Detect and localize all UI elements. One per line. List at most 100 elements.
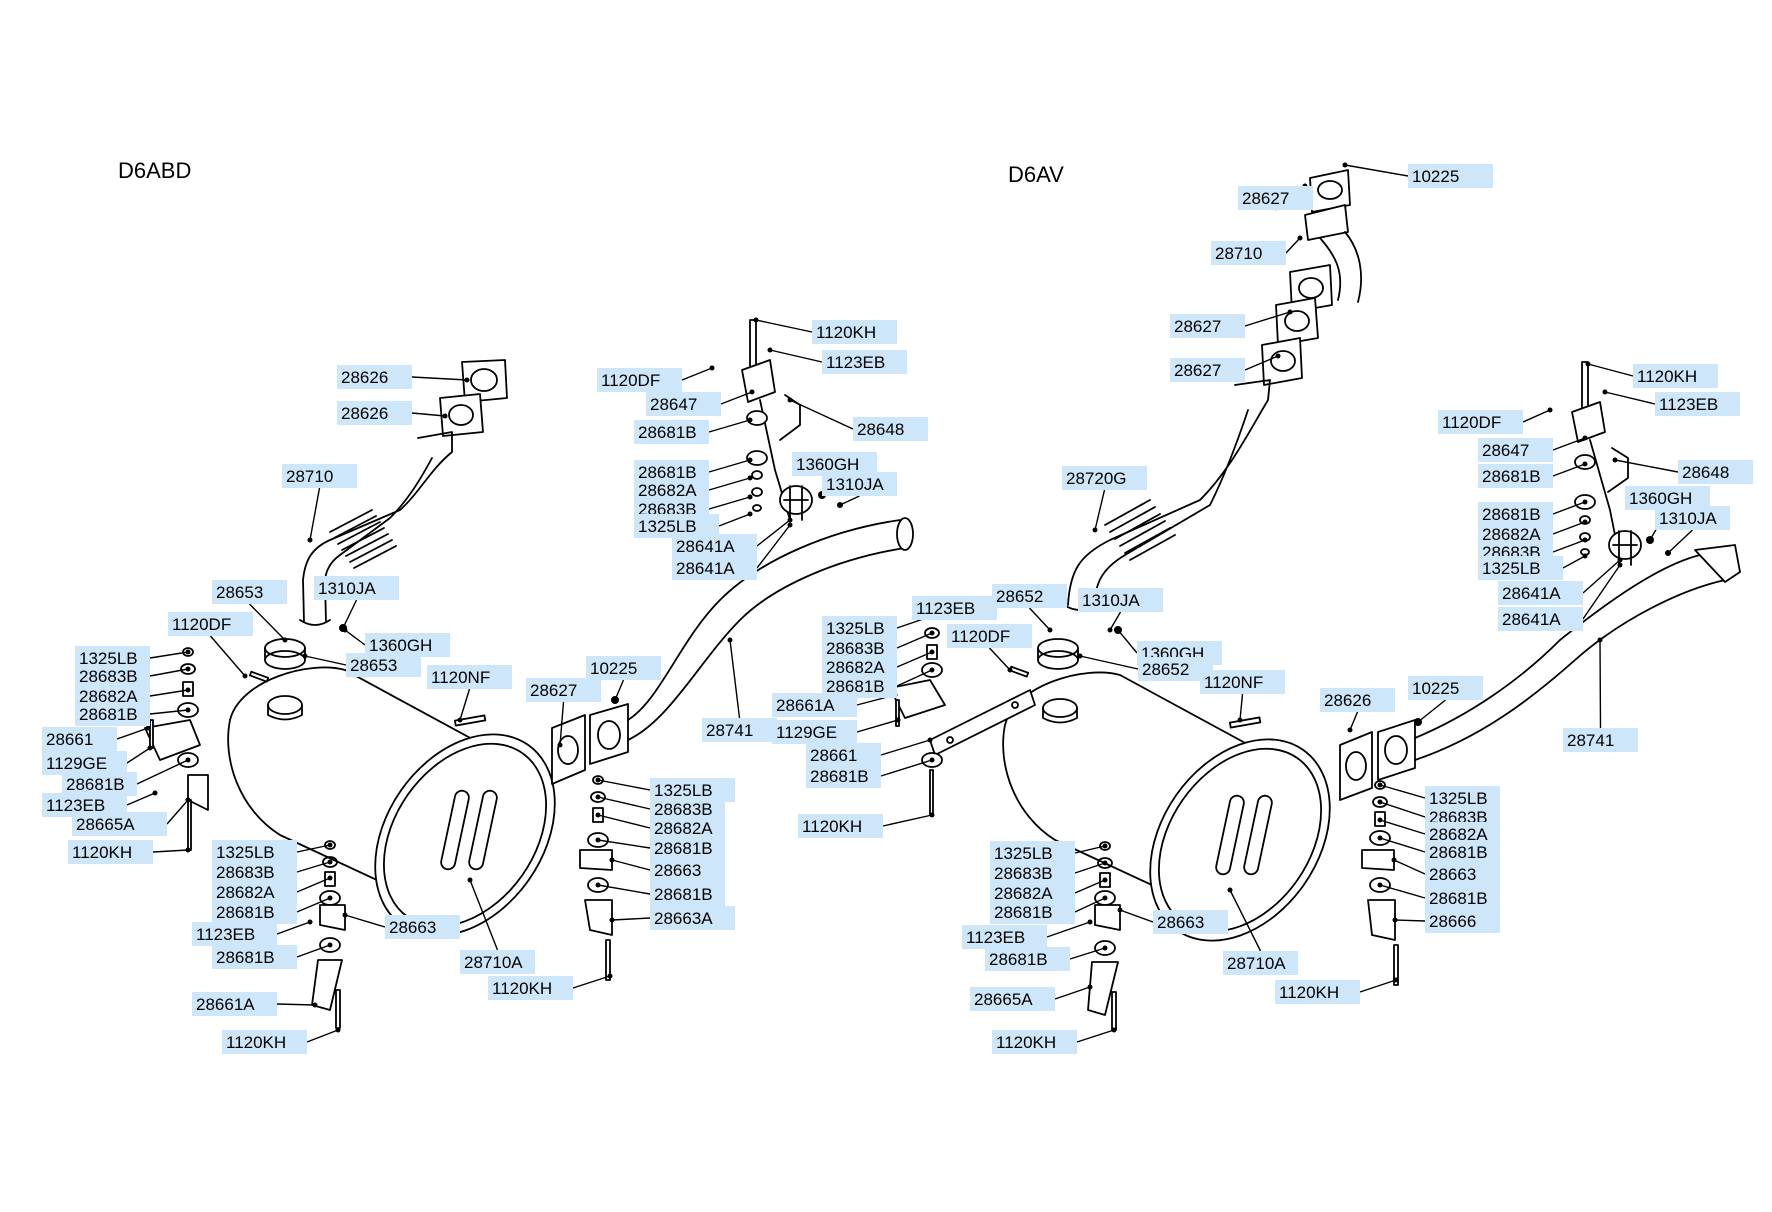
part-label[interactable]: 28681B: [1478, 464, 1553, 488]
part-label[interactable]: 28627: [1238, 186, 1313, 210]
part-label[interactable]: 1120KH: [68, 840, 153, 864]
part-label[interactable]: 28641A: [672, 534, 757, 558]
part-label[interactable]: 28683B: [212, 860, 297, 884]
part-label[interactable]: 1120NF: [427, 665, 512, 689]
part-number-text: 1120DF: [172, 615, 231, 634]
part-label[interactable]: 28681B: [1425, 840, 1500, 864]
part-label[interactable]: 1120KH: [488, 976, 573, 1000]
part-label[interactable]: 1120KH: [992, 1030, 1077, 1054]
part-label[interactable]: 1120KH: [798, 814, 883, 838]
part-label[interactable]: 1120KH: [812, 320, 897, 344]
leader-anchor: [1665, 550, 1671, 556]
part-label[interactable]: 28681B: [822, 674, 897, 698]
part-label[interactable]: 1325LB: [1478, 556, 1563, 580]
muffler-bracket: [929, 689, 1036, 756]
part-label[interactable]: 1120KH: [1633, 364, 1718, 388]
part-label[interactable]: 28666: [1425, 909, 1500, 933]
part-label[interactable]: 28710A: [1223, 951, 1298, 975]
part-label[interactable]: 28663: [1153, 910, 1228, 934]
part-label[interactable]: 28647: [1478, 438, 1553, 462]
part-label[interactable]: 28681B: [62, 772, 137, 796]
part-label[interactable]: 28641A: [1498, 607, 1583, 631]
part-number-text: 28681B: [989, 950, 1048, 969]
part-label[interactable]: 28648: [853, 417, 928, 441]
part-label[interactable]: 28653: [346, 653, 421, 677]
leader-line: [597, 884, 651, 895]
part-label[interactable]: 10225: [586, 656, 661, 680]
part-label[interactable]: 28681B: [985, 947, 1070, 971]
part-label[interactable]: 28627: [1170, 358, 1245, 382]
part-label[interactable]: 28665A: [72, 812, 167, 836]
part-label[interactable]: 28710A: [460, 950, 535, 974]
part-label[interactable]: 28663: [1425, 862, 1500, 886]
part-label[interactable]: 28661A: [772, 693, 857, 717]
leader-line: [1522, 409, 1551, 423]
part-label[interactable]: 28663: [385, 915, 460, 939]
part-label[interactable]: 28665A: [970, 987, 1055, 1011]
part-label[interactable]: 28681B: [990, 900, 1075, 924]
part-label[interactable]: 28641A: [1498, 581, 1583, 605]
part-label[interactable]: 1120DF: [597, 368, 682, 392]
leader-anchor: [595, 794, 601, 800]
part-label[interactable]: 28648: [1678, 460, 1753, 484]
part-label[interactable]: 1120KH: [1275, 980, 1360, 1004]
part-label[interactable]: 28710: [1211, 241, 1286, 265]
part-number-text: 28683B: [79, 667, 138, 686]
part-label[interactable]: 28681B: [650, 882, 725, 906]
right-mount-stack: [1361, 780, 1399, 986]
part-label[interactable]: 28626: [1320, 688, 1395, 712]
part-label[interactable]: 28741: [1563, 728, 1638, 752]
part-label[interactable]: 10225: [1408, 676, 1483, 700]
part-label[interactable]: 1310JA: [1078, 588, 1163, 612]
part-label[interactable]: 28641A: [672, 556, 757, 580]
leader-line: [1552, 463, 1586, 477]
part-label[interactable]: 28681B: [75, 702, 150, 726]
part-label[interactable]: 1120DF: [168, 612, 253, 636]
part-label[interactable]: 1123EB: [192, 922, 277, 946]
part-label[interactable]: 1310JA: [314, 576, 399, 600]
part-label[interactable]: 28652: [992, 584, 1067, 608]
part-label[interactable]: 28681B: [1425, 886, 1500, 910]
part-label[interactable]: 28681B: [634, 420, 709, 444]
part-label-background: [1678, 460, 1753, 484]
part-label[interactable]: 1310JA: [1655, 506, 1730, 530]
part-label[interactable]: 1123EB: [912, 596, 997, 620]
part-label[interactable]: 28661A: [192, 992, 277, 1016]
part-label[interactable]: 1123EB: [962, 925, 1047, 949]
part-label[interactable]: 28653: [212, 580, 287, 604]
part-label[interactable]: 28681B: [650, 836, 725, 860]
part-label[interactable]: 1123EB: [822, 350, 907, 374]
part-label[interactable]: 1120DF: [1438, 410, 1523, 434]
leader-line: [344, 914, 386, 928]
part-label[interactable]: 28627: [526, 678, 601, 702]
part-label[interactable]: 1120KH: [222, 1030, 307, 1054]
leader-line: [1074, 862, 1106, 874]
leader-line: [1109, 611, 1122, 631]
part-label[interactable]: 1120DF: [947, 624, 1032, 648]
part-label[interactable]: 28626: [337, 365, 412, 389]
flange-gasket: [1309, 169, 1351, 213]
part-label[interactable]: 28681B: [212, 900, 297, 924]
part-label[interactable]: 28681B: [806, 764, 881, 788]
leader-line: [755, 319, 813, 333]
part-label[interactable]: 28663A: [650, 906, 735, 930]
part-label[interactable]: 28681B: [212, 945, 297, 969]
part-label[interactable]: 28710: [282, 464, 357, 488]
part-label[interactable]: 28626: [337, 401, 412, 425]
part-label[interactable]: 1310JA: [822, 472, 897, 496]
part-label[interactable]: 28661: [42, 727, 117, 751]
part-label[interactable]: 28663: [650, 858, 725, 882]
part-label[interactable]: 1129GE: [772, 720, 857, 744]
part-number-text: 28653: [350, 656, 397, 675]
part-label[interactable]: 28661: [806, 743, 881, 767]
part-label[interactable]: 1120NF: [1200, 670, 1285, 694]
leader-anchor: [1612, 457, 1618, 463]
part-label[interactable]: 1123EB: [1655, 392, 1740, 416]
part-label[interactable]: 28741: [702, 718, 777, 742]
leader-anchor: [1237, 717, 1243, 723]
part-label[interactable]: 28720G: [1062, 466, 1147, 490]
part-label[interactable]: 28647: [646, 392, 721, 416]
part-label[interactable]: 10225: [1408, 164, 1493, 188]
part-label[interactable]: 28627: [1170, 314, 1245, 338]
part-label[interactable]: 1129GE: [42, 751, 127, 775]
